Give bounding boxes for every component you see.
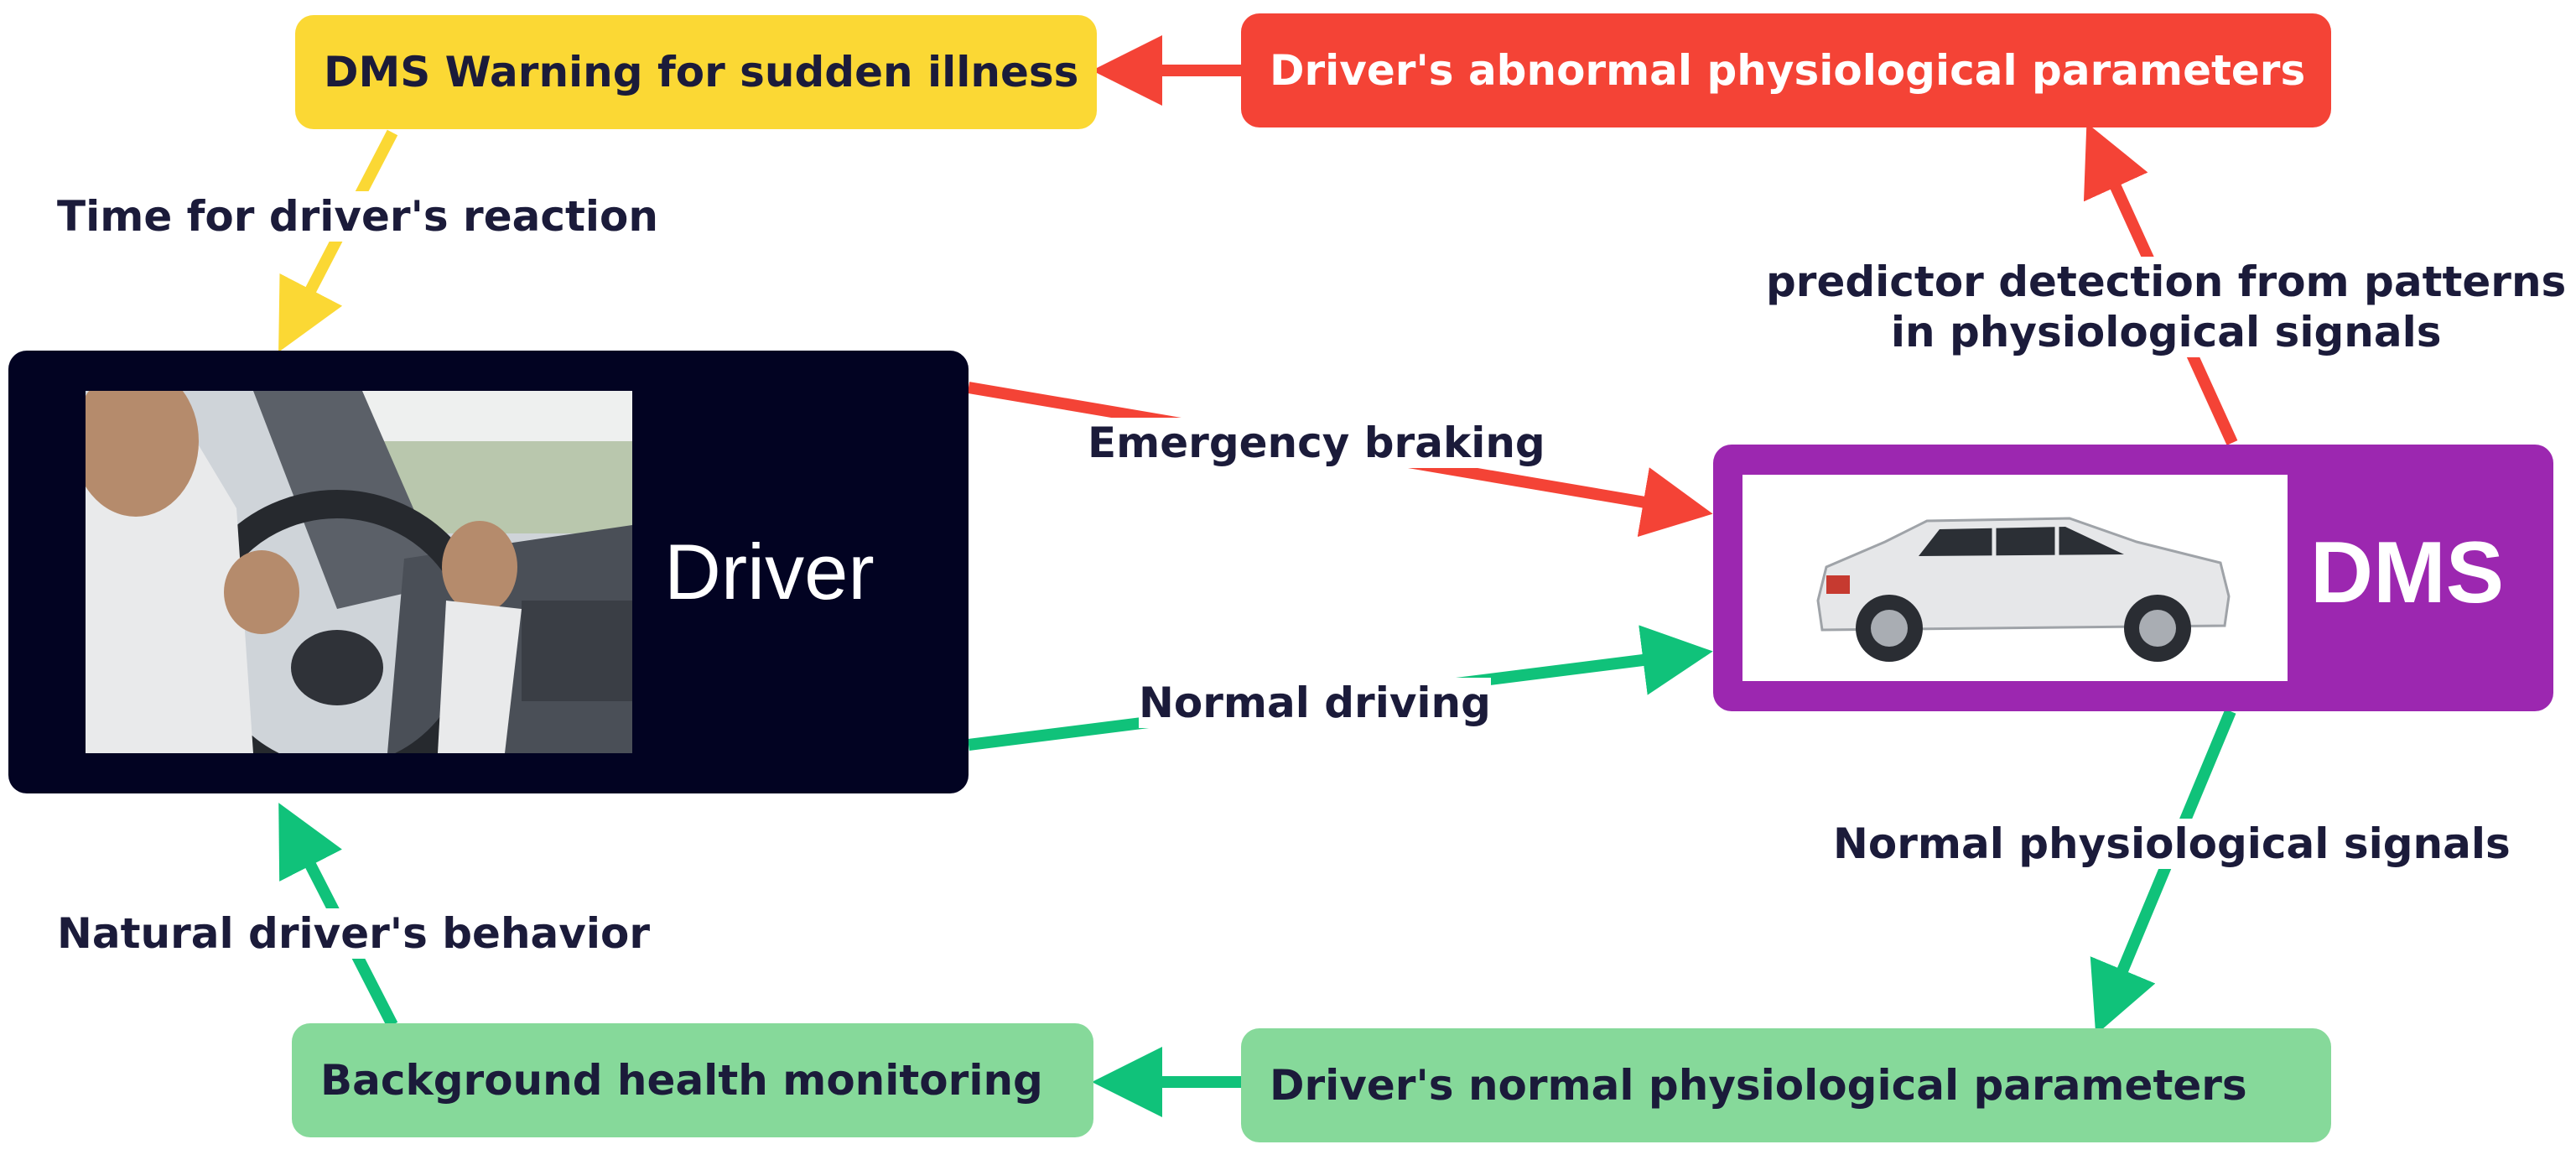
label-natural-behavior: Natural driver's behavior: [57, 908, 651, 959]
driver-photo: [86, 391, 632, 753]
label-normal-signals: Normal physiological signals: [1833, 819, 2511, 869]
label-driver-reaction: Time for driver's reaction: [57, 191, 658, 242]
label-normal-driving: Normal driving: [1139, 678, 1491, 728]
driver-panel: Driver: [8, 351, 969, 793]
dms-panel: DMS: [1713, 445, 2553, 711]
normal-params-box: Driver's normal physiological parameters: [1241, 1028, 2331, 1142]
background-monitoring-label: Background health monitoring: [320, 1056, 1043, 1105]
abnormal-params-box: Driver's abnormal physiological paramete…: [1241, 13, 2331, 127]
normal-params-label: Driver's normal physiological parameters: [1270, 1061, 2247, 1110]
label-predictor-line1: predictor detection from patterns: [1766, 257, 2567, 306]
abnormal-params-label: Driver's abnormal physiological paramete…: [1270, 46, 2306, 95]
dms-photo: [1742, 475, 2288, 681]
warning-box: DMS Warning for sudden illness: [295, 15, 1097, 129]
car-image-icon: [1742, 475, 2288, 681]
driver-image-icon: [86, 391, 632, 753]
warning-box-label: DMS Warning for sudden illness: [324, 48, 1079, 96]
label-predictor-detection: predictor detection from patterns in phy…: [1766, 257, 2567, 357]
label-predictor-line2: in physiological signals: [1890, 308, 2442, 356]
background-monitoring-box: Background health monitoring: [292, 1023, 1093, 1137]
driver-title: Driver: [664, 528, 875, 616]
label-emergency-braking: Emergency braking: [1088, 418, 1545, 468]
dms-title: DMS: [2310, 524, 2505, 622]
